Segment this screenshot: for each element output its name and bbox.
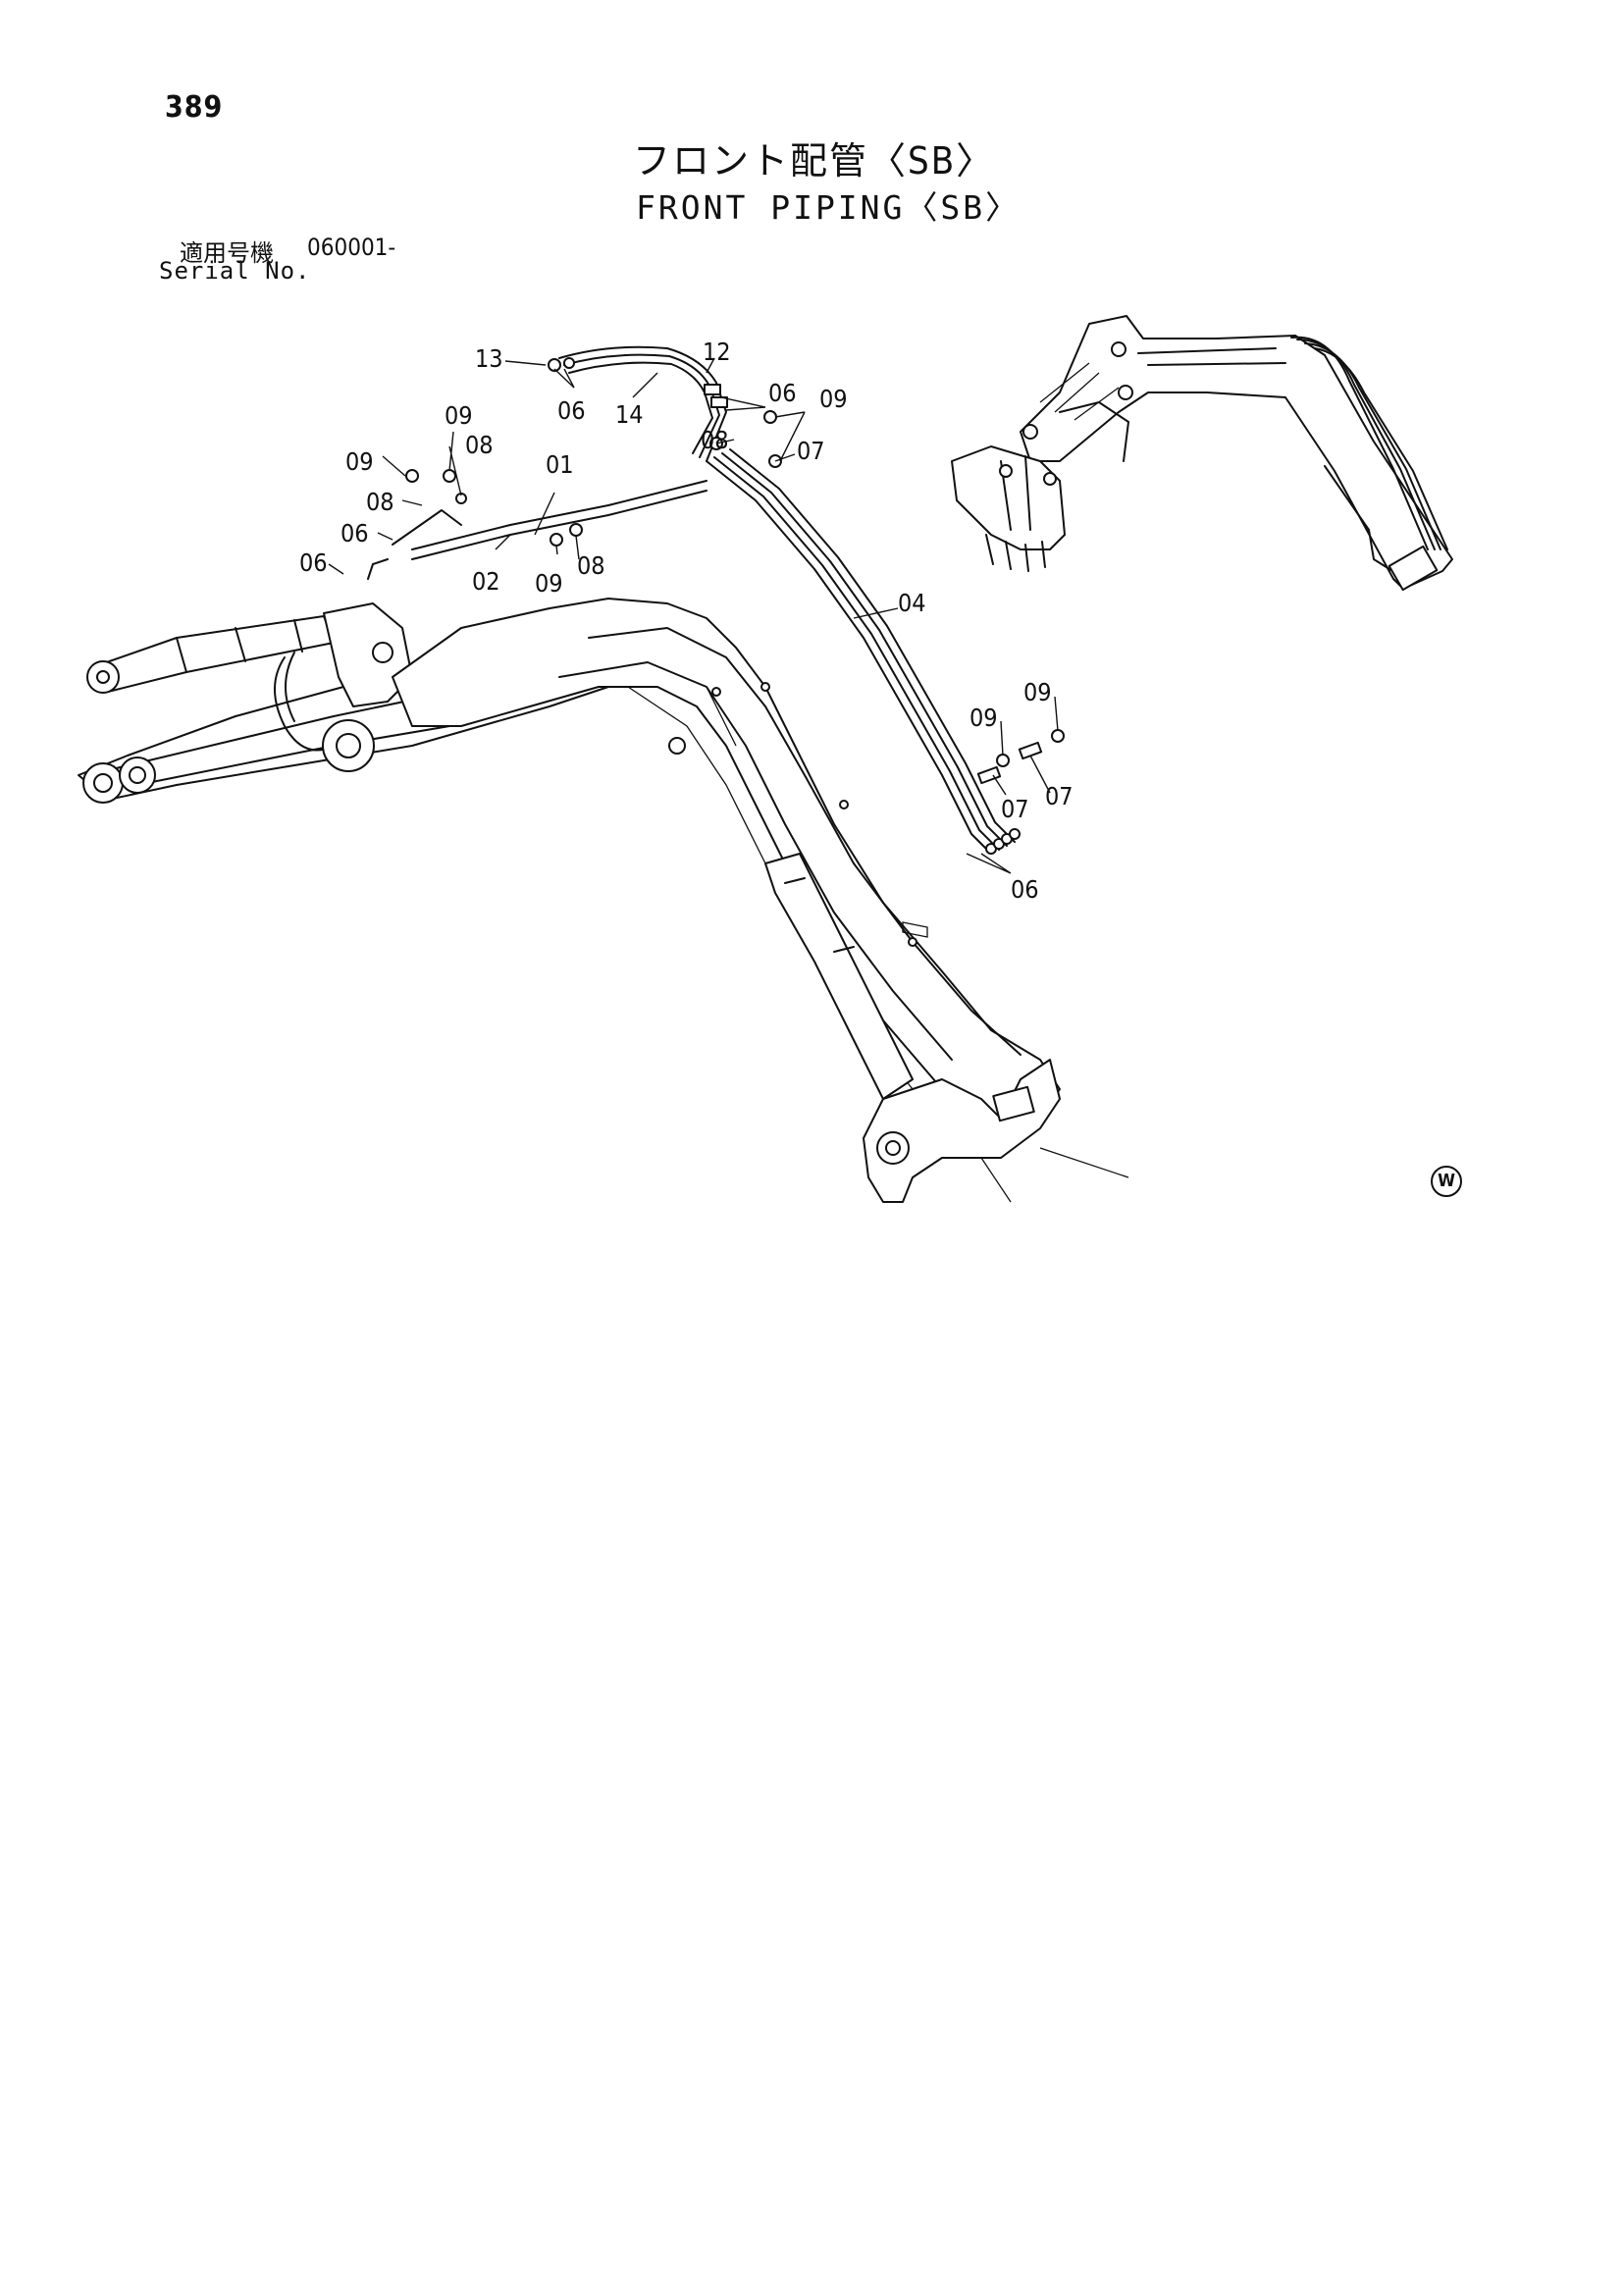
callout-04: 04 — [898, 589, 926, 617]
pipe-lines — [367, 345, 1065, 855]
callout-06: 06 — [1011, 875, 1039, 904]
callout-02: 02 — [472, 567, 500, 596]
boom-assembly — [392, 598, 1129, 1203]
callout-07: 07 — [797, 437, 825, 465]
callout-08: 08 — [465, 431, 494, 459]
callout-09: 09 — [819, 385, 848, 413]
callout-labels: 13 06 14 12 06 09 08 07 09 08 09 01 08 0… — [299, 338, 1074, 904]
callout-06: 06 — [557, 396, 586, 425]
callout-09: 09 — [969, 704, 998, 732]
page-number: 389 — [165, 90, 224, 125]
callout-09: 09 — [445, 401, 473, 430]
page-title-japanese: フロント配管〈SB〉 — [633, 139, 996, 183]
leader-lines — [328, 357, 1059, 874]
callout-08: 08 — [701, 426, 729, 454]
callout-12: 12 — [703, 338, 731, 366]
serial-number-value: 060001- — [307, 234, 396, 261]
callout-06: 06 — [299, 548, 328, 577]
page-title-english: FRONT PIPING〈SB〉 — [636, 188, 1022, 227]
circled-w-icon: W — [1431, 1166, 1462, 1197]
callout-14: 14 — [615, 400, 644, 429]
serial-label-japanese: 適用号機 — [180, 239, 274, 267]
callout-08: 08 — [577, 551, 605, 580]
callout-09: 09 — [1023, 678, 1052, 706]
front-attachment-inset — [951, 315, 1453, 592]
callout-07: 07 — [1045, 782, 1074, 810]
callout-07: 07 — [1001, 795, 1029, 823]
callout-13: 13 — [475, 344, 503, 373]
callout-08: 08 — [366, 488, 394, 516]
callout-09: 09 — [535, 569, 563, 598]
callout-09: 09 — [345, 447, 374, 476]
serial-label-english: Serial No. — [159, 257, 311, 285]
callout-06: 06 — [768, 379, 797, 407]
callout-01: 01 — [546, 450, 574, 479]
callout-06: 06 — [341, 519, 369, 548]
